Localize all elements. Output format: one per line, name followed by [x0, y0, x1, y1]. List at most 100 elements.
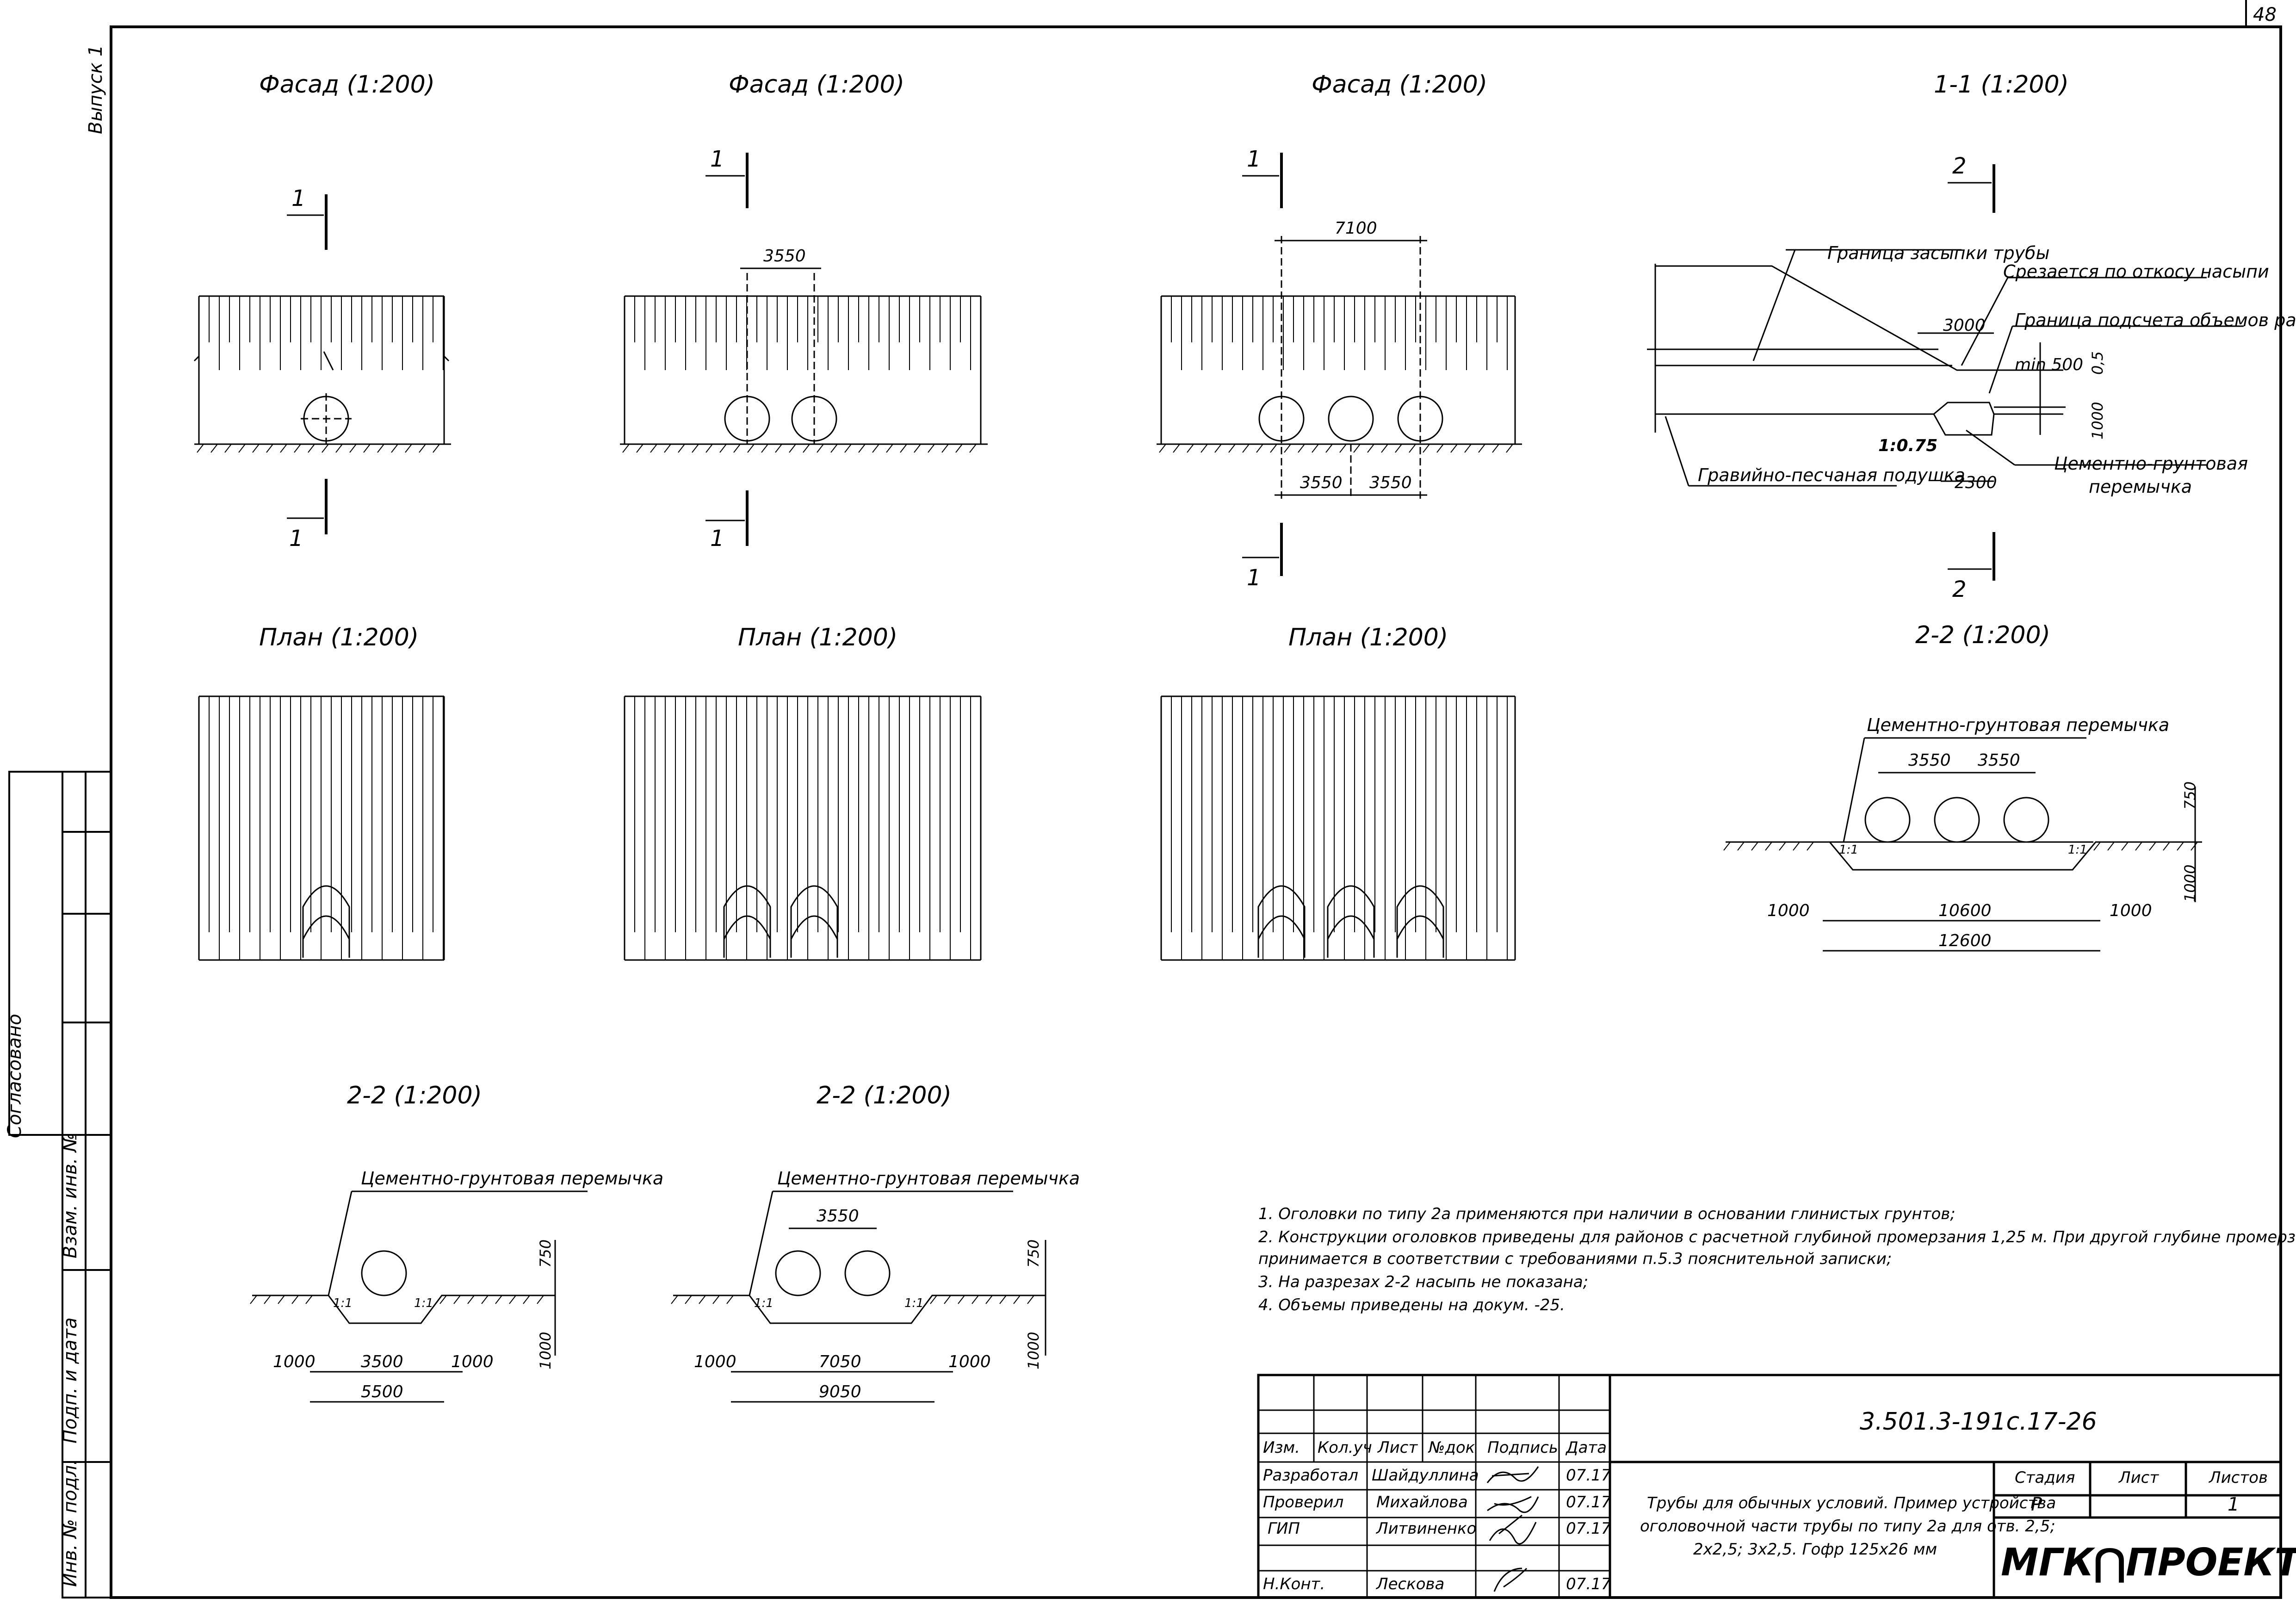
ground-hatch	[1325, 444, 1333, 453]
ground-hatch	[1159, 444, 1166, 453]
s22r-dim-1000-v: 1000	[2181, 865, 2199, 902]
s22b-dim-1000-l: 1000	[694, 1352, 736, 1371]
ground-hatch	[1339, 444, 1347, 453]
section-2-2-a	[252, 1190, 588, 1403]
title-section-1-1: 1-1 (1:200)	[1934, 71, 2069, 99]
callout-volume: Граница подсчета объемов работ	[2015, 310, 2296, 330]
facade-2-mark-top: 1	[710, 146, 724, 172]
row-3-name: Литвиненко	[1375, 1519, 1476, 1538]
row-3-date: 07.17	[1566, 1519, 1611, 1538]
s22r-dim-3550-b: 3550	[1978, 751, 2020, 770]
section-1-1	[1647, 249, 2244, 487]
ground-hatch	[872, 444, 879, 453]
facade-1	[193, 295, 451, 445]
ground-hatch	[2107, 842, 2115, 851]
ground-hatch	[1353, 444, 1361, 453]
ground-hatch	[308, 444, 315, 453]
facade-3-mark-bottom: 1	[1247, 565, 1261, 591]
ground-hatch	[844, 444, 852, 453]
s22b-slope-l: 1:1	[754, 1296, 774, 1310]
ground-hatch	[1284, 444, 1291, 453]
ground-hatch	[1765, 842, 1772, 851]
facade-3-dim-a: 3550	[1300, 473, 1343, 492]
ground-hatch	[985, 1295, 993, 1304]
title-facade-1: Фасад (1:200)	[259, 71, 435, 99]
ground-hatch	[775, 444, 782, 453]
label-inv-original: Инв. № подл.	[60, 1459, 81, 1587]
facade-2-section-marks	[706, 153, 749, 546]
ground-hatch	[2149, 842, 2156, 851]
ground-hatch	[1367, 444, 1374, 453]
ground-hatch	[1464, 444, 1472, 453]
note-4: 4. Объемы приведены на докум. -25.	[1258, 1296, 1565, 1314]
s22r-dim-3550-a: 3550	[1908, 751, 1951, 770]
s22a-dim-3500: 3500	[361, 1352, 403, 1371]
ground-hatch	[761, 444, 768, 453]
ground-hatch	[266, 444, 273, 453]
notes: 1. Оголовки по типу 2а применяются при н…	[1258, 1205, 2296, 1314]
s22r-dim-10600: 10600	[1938, 901, 1992, 920]
ground-hatch	[1027, 1295, 1034, 1304]
facade-1-mark-top: 1	[291, 186, 306, 211]
company-logo: МГК⋂ПРОЕКТ	[2001, 1541, 2296, 1585]
ground-hatch	[210, 444, 218, 453]
side-stamp	[8, 771, 112, 1598]
page-number: 48	[2253, 4, 2277, 25]
ground-hatch	[495, 1295, 502, 1304]
ground-hatch	[1270, 444, 1277, 453]
row-1-name: Шайдуллина	[1372, 1466, 1479, 1485]
sheets-value: 1	[2228, 1494, 2239, 1515]
s22r-slope-r: 1:1	[2068, 843, 2087, 857]
plan-2	[624, 695, 982, 961]
ground-hatch	[719, 444, 727, 453]
dim-min500: min 500	[2015, 355, 2083, 374]
ground-hatch	[280, 444, 287, 453]
facade-1-mark-bottom: 1	[289, 526, 303, 551]
ground-hatch	[972, 1295, 979, 1304]
ground-hatch	[1013, 1295, 1021, 1304]
ground-hatch	[650, 444, 657, 453]
th-izm: Изм.	[1263, 1438, 1300, 1457]
facade-1-section-mark-top	[287, 194, 328, 250]
row-1-role: Разработал	[1263, 1466, 1358, 1485]
title-plan-2: План (1:200)	[738, 624, 897, 651]
ground-hatch	[335, 444, 343, 453]
ground-hatch	[1187, 444, 1194, 453]
ground-hatch	[278, 1295, 285, 1304]
ground-hatch	[958, 1295, 965, 1304]
s22r-dim-1000-r: 1000	[2110, 901, 2152, 920]
ground-hatch	[706, 444, 713, 453]
s22b-dim-1000-r: 1000	[948, 1352, 991, 1371]
facade-2-mark-bottom: 1	[710, 526, 724, 551]
s22r-callout: Цементно-грунтовая перемычка	[1867, 715, 2169, 735]
ground-hatch	[2121, 842, 2129, 851]
ground-hatch	[197, 444, 204, 453]
ground-hatch	[433, 444, 440, 453]
ground-hatch	[830, 444, 838, 453]
ground-hatch	[252, 444, 260, 453]
ground-hatch	[1779, 842, 1786, 851]
s22b-dim-7050: 7050	[819, 1352, 861, 1371]
ground-hatch	[250, 1295, 257, 1304]
ground-hatch	[664, 444, 671, 453]
row-2-name: Михайлова	[1376, 1493, 1468, 1511]
ground-hatch	[1242, 444, 1250, 453]
ground-hatch	[363, 444, 371, 453]
title-section-2-2-right: 2-2 (1:200)	[1915, 621, 2050, 649]
row-2-date: 07.17	[1566, 1493, 1611, 1511]
callout-backfill: Граница засыпки трубы	[1827, 243, 2050, 263]
title-section-2-2-b: 2-2 (1:200)	[817, 1082, 952, 1109]
row-4-role: Н.Конт.	[1263, 1575, 1325, 1593]
row-1-date: 07.17	[1566, 1466, 1611, 1485]
ground-hatch	[944, 1295, 951, 1304]
ground-hatch	[803, 444, 810, 453]
callout-cement-1: Цементно-грунтовая	[2054, 453, 2248, 474]
s22b-dim-750: 750	[1025, 1239, 1042, 1268]
ground-hatch	[1492, 444, 1499, 453]
callout-cut-slope: Срезается по откосу насыпи	[2003, 261, 2269, 282]
callout-gravel: Гравийно-песчаная подушка	[1698, 465, 1965, 485]
s22a-slope-r: 1:1	[414, 1296, 433, 1310]
facade-3-dim-top: 7100	[1335, 219, 1377, 238]
ground-hatch	[1436, 444, 1444, 453]
